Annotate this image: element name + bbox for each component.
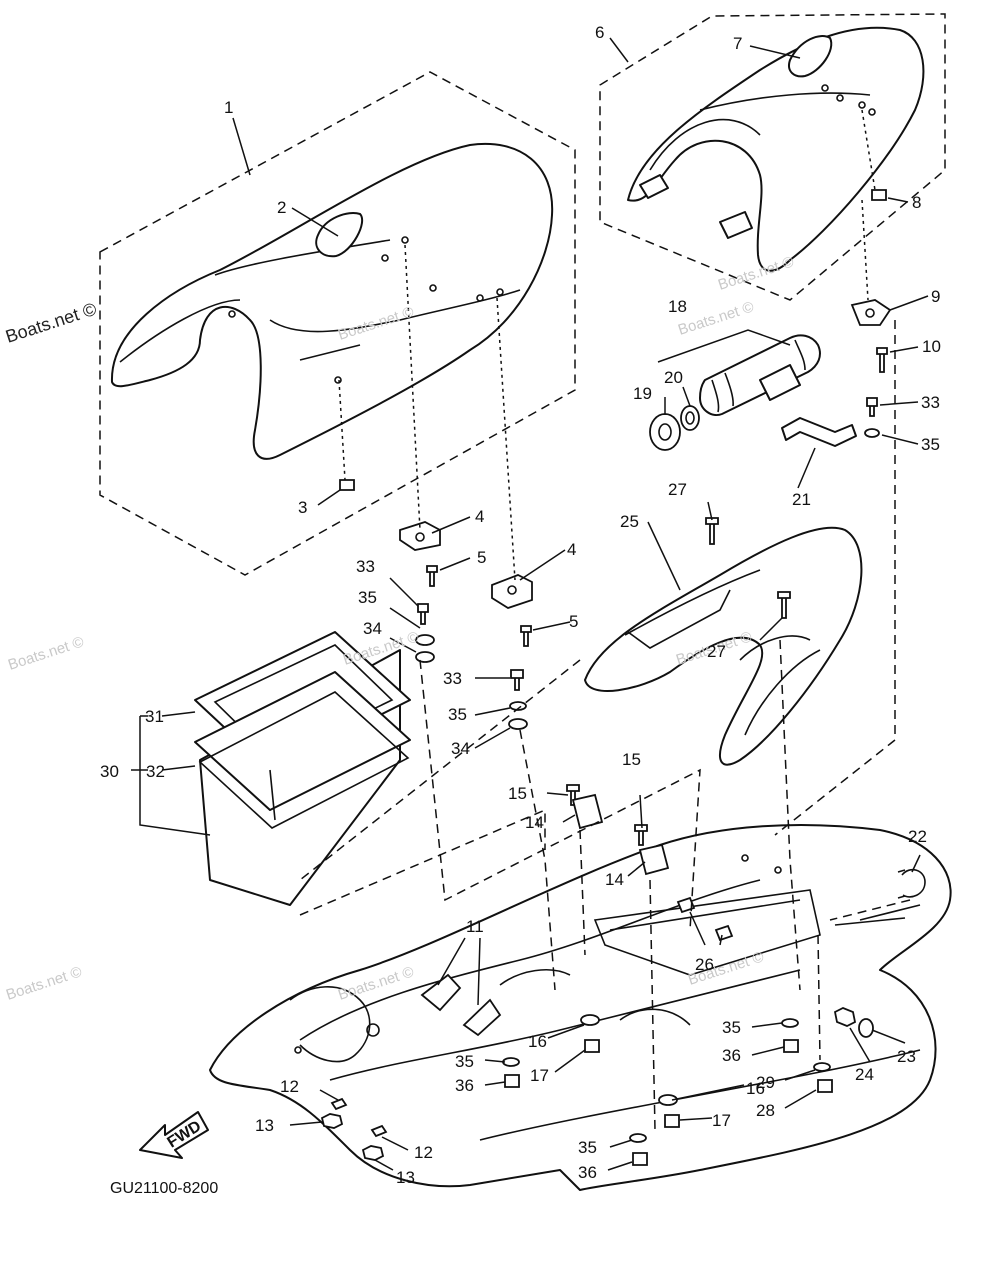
callout: 5 bbox=[569, 612, 578, 631]
callout: 3 bbox=[298, 498, 307, 517]
callout: 11 bbox=[466, 917, 484, 936]
forward-direction-arrow: FWD bbox=[139, 1111, 209, 1159]
callout: 31 bbox=[145, 707, 164, 726]
callout: 9 bbox=[931, 287, 940, 306]
callout: 32 bbox=[146, 762, 165, 781]
callout: 21 bbox=[792, 490, 811, 509]
callout: 6 bbox=[595, 23, 604, 42]
callout: 12 bbox=[414, 1143, 433, 1162]
callout: 19 bbox=[633, 384, 652, 403]
callout: 22 bbox=[908, 827, 927, 846]
callout: 35 bbox=[921, 435, 940, 454]
callout: 18 bbox=[668, 297, 687, 316]
callout: 24 bbox=[855, 1065, 874, 1084]
callout: 15 bbox=[508, 784, 527, 803]
callout: 2 bbox=[277, 198, 286, 217]
callout: 35 bbox=[455, 1052, 474, 1071]
callout: 20 bbox=[664, 368, 683, 387]
hose-clip-22 bbox=[897, 868, 926, 899]
watermark-faint: Boats.net © bbox=[676, 298, 756, 338]
cover-25 bbox=[584, 526, 863, 766]
callout: 14 bbox=[605, 870, 624, 889]
callout: 35 bbox=[448, 705, 467, 724]
callout: 35 bbox=[578, 1138, 597, 1157]
hose-assembly bbox=[649, 334, 857, 451]
watermark-faint: Boats.net © bbox=[6, 633, 86, 673]
callout: 5 bbox=[477, 548, 486, 567]
callout: 1 bbox=[224, 98, 233, 117]
callout: 27 bbox=[668, 480, 687, 499]
callout: 34 bbox=[363, 619, 382, 638]
callout-labels: 1 2 3 4 4 5 5 6 7 8 9 10 11 12 12 13 13 … bbox=[100, 23, 941, 1187]
callout: 4 bbox=[567, 540, 576, 559]
callout: 14 bbox=[525, 813, 544, 832]
callout: 13 bbox=[396, 1168, 415, 1187]
callout: 27 bbox=[707, 642, 726, 661]
alignment-lines bbox=[299, 109, 911, 1131]
callout: 15 bbox=[622, 750, 641, 769]
callout: 8 bbox=[912, 193, 921, 212]
callout: 25 bbox=[620, 512, 639, 531]
callout: 29 bbox=[756, 1073, 775, 1092]
hardware bbox=[320, 189, 892, 1166]
callout: 7 bbox=[733, 34, 742, 53]
diagram-code: GU21100-8200 bbox=[110, 1180, 218, 1197]
callout: 36 bbox=[455, 1076, 474, 1095]
watermark-boats-net: Boats.net © bbox=[3, 299, 99, 347]
callout: 16 bbox=[528, 1032, 547, 1051]
callout: 28 bbox=[756, 1101, 775, 1120]
callout: 17 bbox=[530, 1066, 549, 1085]
seat-front bbox=[110, 142, 554, 460]
storage-box bbox=[194, 631, 411, 906]
seat-rear bbox=[627, 26, 925, 272]
watermark-faint: Boats.net © bbox=[4, 963, 84, 1003]
callout: 12 bbox=[280, 1077, 299, 1096]
callout: 10 bbox=[922, 337, 941, 356]
seat-1-boundary bbox=[99, 71, 576, 576]
leader-lines bbox=[131, 37, 929, 1171]
callout: 17 bbox=[712, 1111, 731, 1130]
callout: 36 bbox=[578, 1163, 597, 1182]
callout: 23 bbox=[897, 1047, 916, 1066]
callout: 16 bbox=[746, 1079, 765, 1098]
callout: 33 bbox=[921, 393, 940, 412]
callout: 36 bbox=[722, 1046, 741, 1065]
callout: 33 bbox=[356, 557, 375, 576]
callout: 34 bbox=[451, 739, 470, 758]
callout: 13 bbox=[255, 1116, 274, 1135]
callout: 4 bbox=[475, 507, 484, 526]
callout: 33 bbox=[443, 669, 462, 688]
callout: 35 bbox=[722, 1018, 741, 1037]
callout: 30 bbox=[100, 762, 119, 781]
callout: 26 bbox=[695, 955, 714, 974]
callout: 35 bbox=[358, 588, 377, 607]
watermark-faint: Boats.net © bbox=[716, 253, 796, 293]
hull-deck bbox=[209, 824, 952, 1191]
